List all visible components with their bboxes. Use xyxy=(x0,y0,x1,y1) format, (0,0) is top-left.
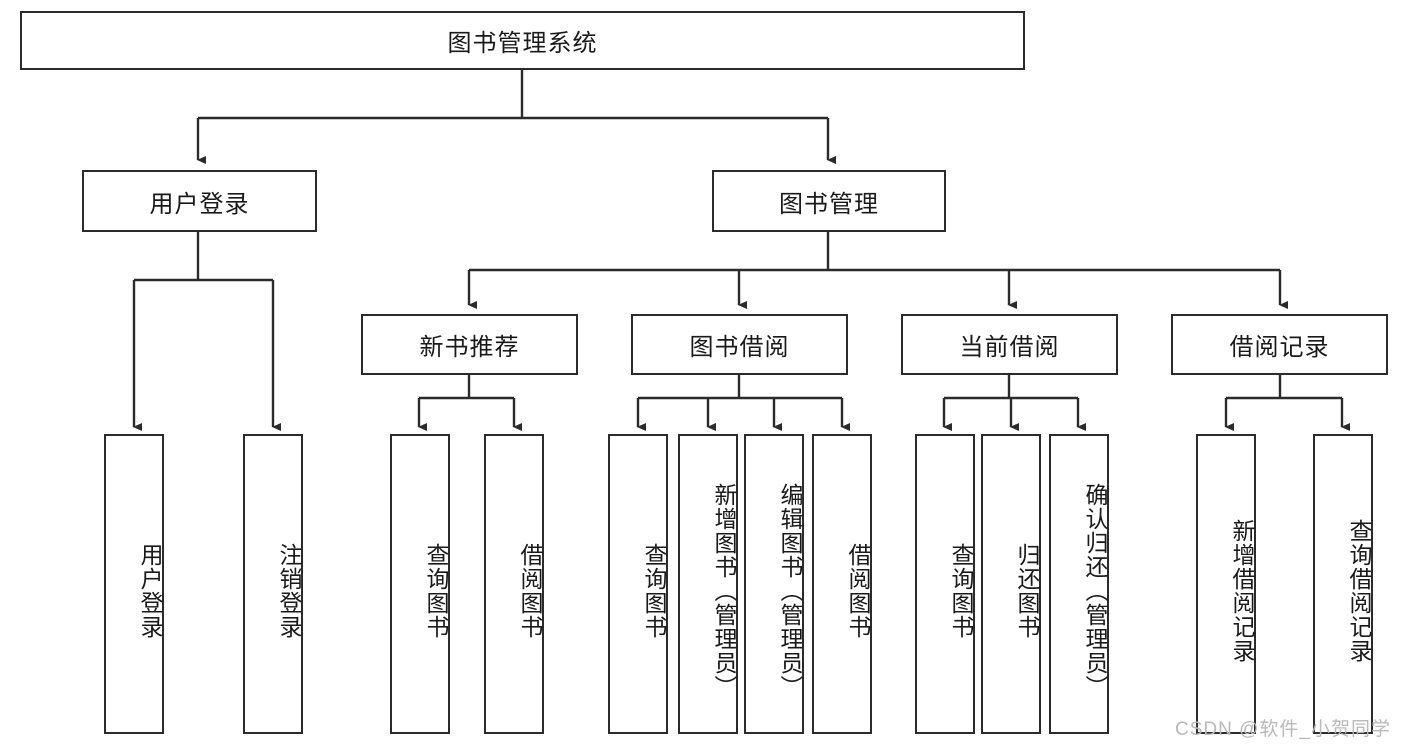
node-current-borrow[interactable]: 当前借阅 xyxy=(901,314,1118,375)
node-label: 注销登录 xyxy=(276,543,302,639)
node-label: 借阅图书 xyxy=(845,543,871,639)
watermark-text: CSDN @软件_小贺同学 xyxy=(1175,719,1391,740)
node-label: 借阅图书 xyxy=(517,543,543,639)
node-leaf-user-logout[interactable]: 注销登录 xyxy=(243,434,303,734)
node-label: 图书管理 xyxy=(779,190,879,218)
node-leaf-add-borrow-record[interactable]: 新增借阅记录 xyxy=(1196,434,1256,734)
node-label: 新增借阅记录 xyxy=(1229,519,1255,663)
node-label: 查询图书 xyxy=(423,543,449,639)
node-leaf-borrow-book[interactable]: 借阅图书 xyxy=(812,434,872,734)
node-label: 新书推荐 xyxy=(419,334,520,361)
node-label: 用户登录 xyxy=(137,543,163,639)
node-book-borrow[interactable]: 图书借阅 xyxy=(631,314,848,375)
node-label: 查询借阅记录 xyxy=(1346,519,1372,663)
node-leaf-return-book[interactable]: 归还图书 xyxy=(981,434,1041,734)
node-new-book-recommend[interactable]: 新书推荐 xyxy=(361,314,578,375)
node-user-login[interactable]: 用户登录 xyxy=(82,170,317,232)
node-label: 编辑图书（管理员） xyxy=(777,483,803,699)
node-label: 图书借阅 xyxy=(689,334,790,361)
node-leaf-query-book-recommend[interactable]: 查询图书 xyxy=(390,434,450,734)
node-book-manage[interactable]: 图书管理 xyxy=(712,170,946,232)
node-label: 查询图书 xyxy=(641,543,667,639)
node-borrow-record[interactable]: 借阅记录 xyxy=(1171,314,1388,375)
node-label: 借阅记录 xyxy=(1229,334,1330,361)
node-leaf-add-book[interactable]: 新增图书（管理员） xyxy=(678,434,738,734)
node-label: 确认归还（管理员） xyxy=(1082,483,1108,699)
node-label: 当前借阅 xyxy=(959,334,1060,361)
node-leaf-query-borrow-record[interactable]: 查询借阅记录 xyxy=(1313,434,1373,734)
node-leaf-edit-book[interactable]: 编辑图书（管理员） xyxy=(744,434,804,734)
node-leaf-query-book-borrow[interactable]: 查询图书 xyxy=(608,434,668,734)
node-label: 归还图书 xyxy=(1014,543,1040,639)
node-leaf-borrow-book-recommend[interactable]: 借阅图书 xyxy=(484,434,544,734)
node-leaf-confirm-return[interactable]: 确认归还（管理员） xyxy=(1049,434,1109,734)
node-label: 查询图书 xyxy=(948,543,974,639)
node-label: 新增图书（管理员） xyxy=(711,483,737,699)
node-leaf-query-book-current[interactable]: 查询图书 xyxy=(915,434,975,734)
node-label: 图书管理系统 xyxy=(447,30,598,57)
node-leaf-user-login[interactable]: 用户登录 xyxy=(104,434,164,734)
node-book-management-system[interactable]: 图书管理系统 xyxy=(20,11,1025,70)
node-label: 用户登录 xyxy=(149,190,250,218)
